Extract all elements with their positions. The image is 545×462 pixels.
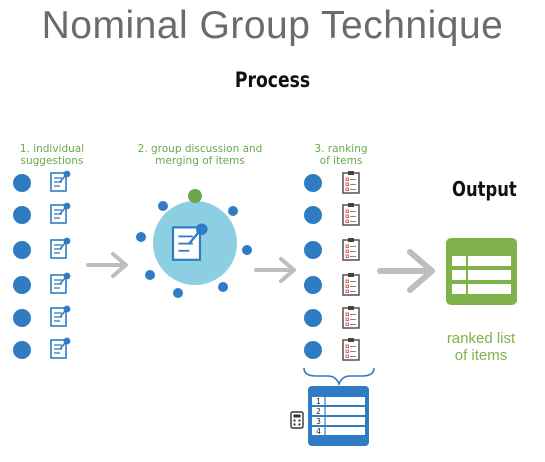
person-icon [304,341,322,359]
step-1-label: 1. individual suggestions [2,143,102,167]
person-icon [13,174,31,192]
checklist-icon [342,337,360,361]
brace-icon [303,367,375,387]
rank-number: 4 [316,427,321,436]
checklist-icon [342,305,360,329]
person-icon [13,341,31,359]
result-label-line1: ranked list [446,330,516,347]
person-icon [13,309,31,327]
checklist-icon [342,170,360,194]
rank-number: 3 [316,417,321,426]
output-heading: Output [452,177,517,201]
step-2-label-line2: merging of items [155,155,245,167]
page-title: Nominal Group Technique [41,4,504,47]
step-3-label-line2: of items [319,155,363,167]
step-3-label: 3. ranking of items [296,143,386,167]
merged-memo-icon [171,223,208,261]
person-icon [304,276,322,294]
person-icon [304,174,322,192]
participant-dot-icon [136,232,146,242]
checklist-icon [342,272,360,296]
participant-dot-icon [228,206,238,216]
checklist-icon [342,237,360,261]
person-icon [13,206,31,224]
step-1-label-line1: 1. individual [19,143,85,155]
step-3-label-line1: 3. ranking [314,143,368,155]
step-1-label-line2: suggestions [20,155,84,167]
memo-icon [50,201,72,224]
ranked-list-icon [446,238,517,305]
person-icon [13,276,31,294]
memo-icon [50,304,72,327]
step-2-group-discussion [136,189,252,298]
step-2-label: 2. group discussion and merging of items [120,143,280,167]
calculator-icon [290,411,304,429]
arrow-icon [254,257,296,283]
participant-dot-icon [173,288,183,298]
person-icon [304,241,322,259]
step-2-label-line1: 2. group discussion and [137,143,263,155]
memo-icon [50,169,72,192]
person-icon [13,241,31,259]
result-label-line2: of items [454,347,508,364]
rank-number: 2 [316,407,321,416]
checklist-icon [342,202,360,226]
participant-dot-icon [145,270,155,280]
rank-number: 1 [316,397,321,406]
memo-icon [50,271,72,294]
process-heading: Process [234,68,311,92]
participant-dot-icon [242,245,252,255]
step-3-ranking [304,170,360,361]
ranking-table-icon: 1 2 3 4 [308,386,369,446]
participant-dot-icon [158,201,168,211]
memo-icon [50,336,72,359]
arrow-icon [377,249,435,293]
person-icon [304,206,322,224]
facilitator-icon [188,189,202,203]
person-icon [304,309,322,327]
result-label: ranked list of items [426,330,536,364]
step-1-participants [13,169,72,359]
participant-dot-icon [218,282,228,292]
arrow-icon [86,252,128,278]
memo-icon [50,236,72,259]
